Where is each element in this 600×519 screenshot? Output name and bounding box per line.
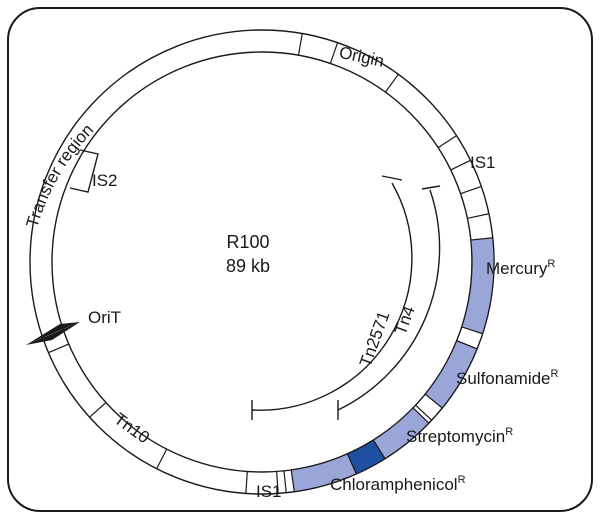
is1-top-label: IS1 [470,153,496,172]
ring-divider [460,185,482,195]
ring-divider [297,33,303,56]
tn2571-arc [251,182,413,411]
ring-divider [437,135,457,149]
ring-divider [89,402,107,418]
orit-arrow-icon [26,322,80,345]
chloramphenicol-resistance-label: ChloramphenicolR [330,474,466,494]
chloramphenicol-resistance-segment [290,453,358,493]
tn2571-start-tick [381,175,403,181]
ring-divider [467,213,490,219]
is2-element-box [69,149,99,193]
ring-divider [245,471,248,494]
is1-bottom-label: IS1 [256,482,282,501]
ring-divider [283,470,287,493]
mercury-resistance-segment [460,237,495,335]
sulfonamide-resistance-label: SulfonamideR [456,368,559,388]
ring-divider [384,73,399,93]
is2-label: IS2 [92,171,118,190]
ring-divider [415,404,433,421]
ring-divider [450,159,471,171]
ring-divider [48,343,69,354]
streptomycin-resistance-label: StreptomycinR [406,426,513,446]
plasmid-size: 89 kb [226,256,270,276]
ring-segments [48,33,495,494]
orit-label: OriT [88,308,121,327]
ring-divider [276,471,279,494]
mercury-resistance-label: MercuryR [486,258,555,278]
plasmid-name: R100 [226,232,269,252]
ring-divider [329,42,339,64]
sulfonamide-resistance-segment [424,339,478,409]
ring-divider [156,448,168,469]
tn4-arc [337,189,441,411]
tn4-start-tick [421,185,441,190]
